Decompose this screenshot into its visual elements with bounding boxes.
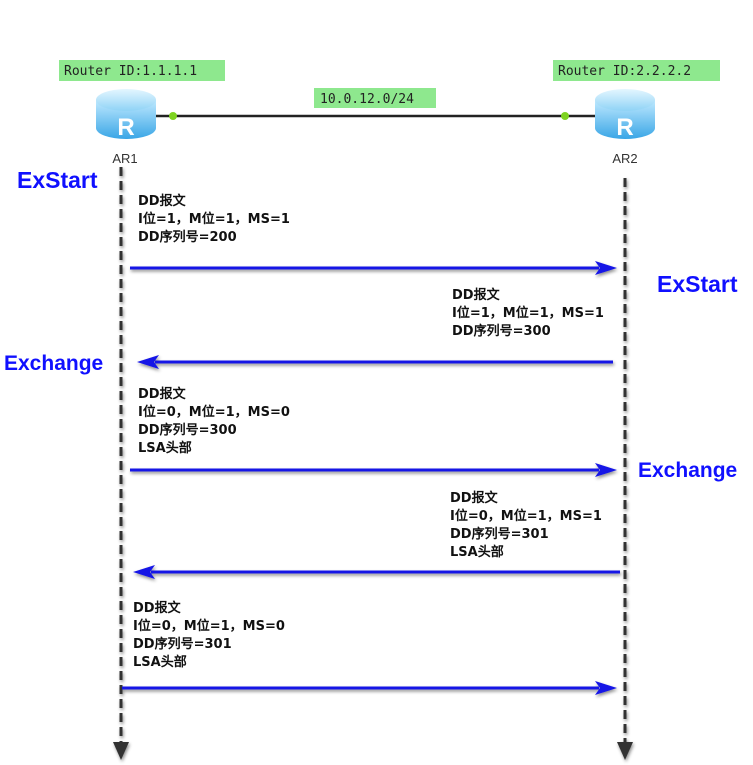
arrowhead: [595, 681, 617, 695]
message-arrow: [133, 565, 620, 579]
message-line: DD报文: [138, 386, 187, 402]
svg-text:R: R: [117, 114, 134, 141]
router-name-ar1: AR1: [112, 151, 137, 166]
message-line: I位=0，M位=1，MS=0: [138, 404, 290, 420]
message-arrow: [122, 681, 617, 695]
link-label: 10.0.12.0/24: [320, 92, 414, 107]
port-dot: [169, 112, 177, 120]
state-label-ar2-exstart: ExStart: [657, 271, 738, 297]
router-icon[interactable]: R: [96, 89, 156, 141]
router-id-bg: [553, 60, 720, 81]
arrowhead: [133, 565, 155, 579]
message-line: DD序列号=300: [138, 422, 237, 438]
message-arrow: [137, 355, 613, 369]
message-line: DD序列号=301: [133, 636, 232, 652]
svg-text:R: R: [616, 114, 633, 141]
message-line: DD报文: [450, 490, 499, 506]
state-label-ar1-exstart: ExStart: [17, 167, 98, 193]
message-line: LSA头部: [138, 440, 192, 456]
router-id-bg: [59, 60, 225, 81]
message-line: DD报文: [138, 193, 187, 209]
router-icon[interactable]: R: [595, 89, 655, 141]
message-line: I位=0，M位=1，MS=0: [133, 618, 285, 634]
router-id-ar2: Router ID:2.2.2.2: [558, 64, 691, 79]
message-line: DD序列号=200: [138, 229, 237, 245]
message-line: DD序列号=301: [450, 526, 549, 542]
message-line: DD序列号=300: [452, 323, 551, 339]
arrowhead: [137, 355, 159, 369]
arrowhead: [595, 463, 617, 477]
message-line: I位=1，M位=1，MS=1: [452, 305, 604, 321]
link-label-bg: [314, 88, 436, 108]
message-line: DD报文: [133, 600, 182, 616]
message-line: I位=0，M位=1，MS=1: [450, 508, 602, 524]
router-id-ar1: Router ID:1.1.1.1: [64, 64, 197, 79]
message-line: LSA头部: [450, 544, 504, 560]
timeline-arrowhead: [617, 742, 633, 760]
message-line: I位=1，M位=1，MS=1: [138, 211, 290, 227]
message-arrow: [130, 463, 617, 477]
router-name-ar2: AR2: [612, 151, 637, 166]
arrowhead: [595, 261, 617, 275]
message-line: DD报文: [452, 287, 501, 303]
state-label-ar2-exchange: Exchange: [638, 459, 737, 482]
timeline-arrowhead: [113, 742, 129, 760]
message-line: LSA头部: [133, 654, 187, 670]
message-arrow: [130, 261, 617, 275]
port-dot: [561, 112, 569, 120]
state-label-ar1-exchange: Exchange: [4, 352, 103, 375]
